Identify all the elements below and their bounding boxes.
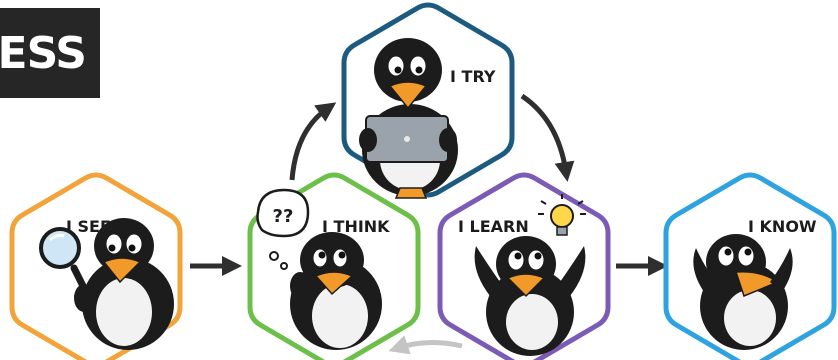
arrow-try-to-learn xyxy=(520,93,575,182)
penguin-try xyxy=(359,38,458,199)
magnifying-glass-icon xyxy=(39,227,90,296)
flow-arrows xyxy=(190,93,668,355)
penguin-know xyxy=(693,234,793,350)
title-banner: ESS xyxy=(0,8,100,98)
penguin-learn xyxy=(474,236,586,356)
label-see: I SEE xyxy=(66,217,111,236)
penguin-see xyxy=(39,218,174,350)
arrow-learn-back-to-think xyxy=(388,335,463,355)
stage-labels: I SEE I THINK I TRY I LEARN I KNOW xyxy=(66,67,817,236)
raised-arms-icon xyxy=(693,248,793,292)
bubble-text: ?? xyxy=(273,206,294,227)
penguin-think xyxy=(290,232,382,350)
lightbulb-icon xyxy=(538,194,586,236)
label-learn: I LEARN xyxy=(458,217,529,236)
label-try: I TRY xyxy=(450,67,496,86)
label-know: I KNOW xyxy=(748,217,817,236)
question-bubble-icon: ?? xyxy=(256,188,310,270)
title-text: ESS xyxy=(0,27,87,79)
laptop-icon xyxy=(365,115,449,163)
label-think: I THINK xyxy=(322,217,390,236)
arrow-think-to-try xyxy=(289,102,337,181)
